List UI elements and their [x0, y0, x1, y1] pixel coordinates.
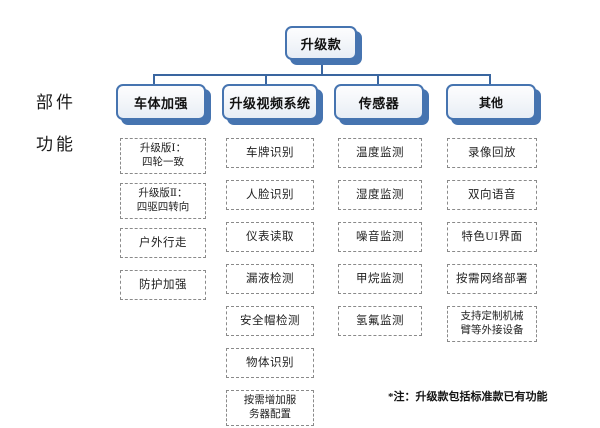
node-category-body-reinforcement[interactable]: 车体加强 [116, 84, 211, 125]
node-category-label: 其他 [478, 95, 503, 110]
node-category-face: 车体加强 [116, 84, 206, 120]
footnote-text: *注：升级款包括标准款已有功能 [388, 391, 548, 403]
function-item-label: 甲烷监测 [356, 272, 404, 285]
node-category-other[interactable]: 其他 [446, 84, 541, 125]
function-item[interactable]: 人脸识别 [226, 180, 314, 210]
node-root[interactable]: 升级款 [285, 26, 362, 65]
function-item[interactable]: 甲烷监测 [338, 264, 422, 294]
function-item-label: 防护加强 [139, 278, 187, 291]
row-label-functions: 功能 [36, 135, 76, 154]
function-item-label: 漏液检测 [246, 272, 294, 285]
function-item[interactable]: 户外行走 [120, 228, 206, 258]
connector-drop-cat-3 [489, 74, 491, 84]
connector-horizontal-bus [153, 74, 490, 76]
function-item-label: 噪音监测 [356, 230, 404, 243]
function-item[interactable]: 支持定制机械臂等外接设备 [447, 306, 537, 342]
node-category-face: 升级视频系统 [222, 84, 318, 120]
row-label-parts: 部件 [36, 93, 76, 112]
function-item-label: 氢氟监测 [356, 314, 404, 327]
node-category-face: 传感器 [334, 84, 424, 120]
function-item[interactable]: 按需增加服务器配置 [226, 390, 314, 426]
function-item-label: 升级版Ⅱ：四驱四转向 [136, 188, 190, 213]
function-item-label: 物体识别 [246, 356, 294, 369]
function-item-label: 户外行走 [139, 236, 187, 249]
function-item[interactable]: 漏液检测 [226, 264, 314, 294]
function-item[interactable]: 物体识别 [226, 348, 314, 378]
function-item[interactable]: 仪表读取 [226, 222, 314, 252]
node-category-label: 传感器 [358, 95, 400, 111]
function-item[interactable]: 氢氟监测 [338, 306, 422, 336]
function-item[interactable]: 升级版Ⅱ：四驱四转向 [120, 183, 206, 219]
node-category-face: 其他 [446, 84, 536, 120]
function-item-label: 按需增加服务器配置 [243, 395, 297, 420]
function-item[interactable]: 噪音监测 [338, 222, 422, 252]
function-item[interactable]: 车牌识别 [226, 138, 314, 168]
node-category-label: 车体加强 [133, 95, 188, 111]
node-root-label: 升级款 [300, 36, 342, 52]
function-item-label: 按需网络部署 [456, 272, 528, 285]
function-item[interactable]: 湿度监测 [338, 180, 422, 210]
function-item-label: 湿度监测 [356, 188, 404, 201]
function-item-label: 车牌识别 [246, 146, 294, 159]
function-item[interactable]: 温度监测 [338, 138, 422, 168]
connector-root-drop [321, 62, 323, 74]
connector-drop-cat-0 [153, 74, 155, 84]
function-item-label: 人脸识别 [246, 188, 294, 201]
node-category-video-system[interactable]: 升级视频系统 [222, 84, 323, 125]
function-item-label: 特色UI界面 [461, 230, 523, 243]
function-item[interactable]: 安全帽检测 [226, 306, 314, 336]
connector-drop-cat-1 [265, 74, 267, 84]
function-item-label: 双向语音 [468, 188, 516, 201]
function-item[interactable]: 按需网络部署 [447, 264, 537, 294]
function-item[interactable]: 升级版Ⅰ：四轮一致 [120, 138, 206, 174]
function-item[interactable]: 双向语音 [447, 180, 537, 210]
function-item[interactable]: 录像回放 [447, 138, 537, 168]
node-category-sensors[interactable]: 传感器 [334, 84, 429, 125]
node-root-face: 升级款 [285, 26, 357, 60]
function-item[interactable]: 防护加强 [120, 270, 206, 300]
node-category-label: 升级视频系统 [229, 95, 311, 111]
function-item[interactable]: 特色UI界面 [447, 222, 537, 252]
function-item-label: 升级版Ⅰ：四轮一致 [139, 143, 187, 168]
function-item-label: 支持定制机械臂等外接设备 [460, 311, 524, 336]
connector-drop-cat-2 [377, 74, 379, 84]
function-item-label: 安全帽检测 [240, 314, 300, 327]
function-item-label: 录像回放 [468, 146, 516, 159]
function-item-label: 仪表读取 [246, 230, 294, 243]
function-item-label: 温度监测 [356, 146, 404, 159]
